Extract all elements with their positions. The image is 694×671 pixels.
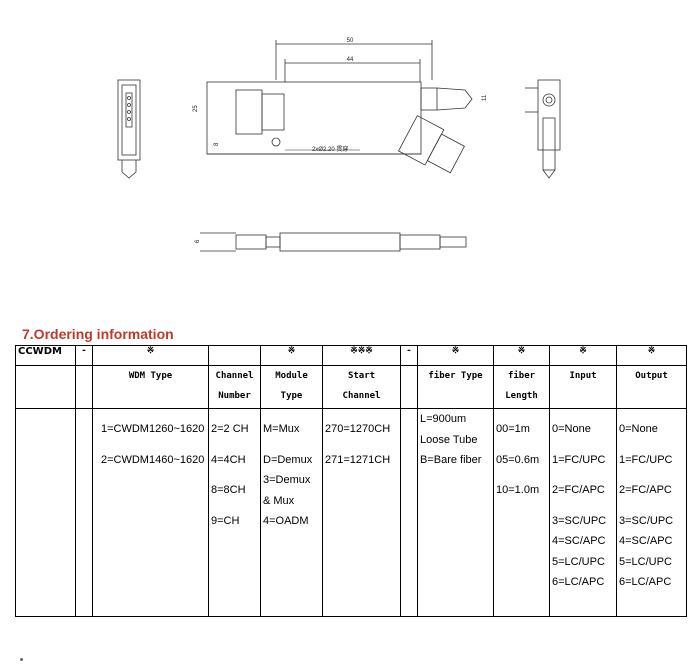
code-fiber-type: ※ [417,345,494,366]
values-row: 1=CWDM1260~1620 2=CWDM1460~1620 2=2 CH 4… [15,408,687,617]
code-fiber-length: ※ [493,345,550,366]
header-fiber-type: fiber Type [417,365,494,409]
left-end-view [117,79,141,161]
code-separator: - [400,345,418,366]
values-input: 0=None 1=FC/UPC 2=FC/APC 3=SC/UPC 4=SC/A… [549,408,617,617]
values-module-type: M=Mux D=Demux 3=Demux & Mux 4=OADM [260,408,323,617]
dim-right: 11 [482,94,488,101]
header-output: Output [616,365,687,409]
code-channel-number [208,345,261,366]
hole-note: 2xØ2.20 贯穿 [312,145,348,153]
code-row: CCWDM - ※ ※ ※※※ - ※ ※ ※ ※ [15,345,687,366]
module-body-side [279,232,401,252]
dim-inner: 44 [347,57,354,63]
code-input: ※ [549,345,617,366]
values-fiber-length: 00=1m 05=0.6m 10=1.0m [493,408,550,617]
module-body-top [206,81,422,155]
code-module-type: ※ [260,345,323,366]
code-prefix: CCWDM [15,345,76,366]
dim-side: 6 [195,239,201,243]
values-wdm-type: 1=CWDM1260~1620 2=CWDM1460~1620 [92,408,209,617]
code-wdm-type: ※ [92,345,209,366]
ordering-table: CCWDM - ※ ※ ※※※ - ※ ※ ※ ※ WDM Type Chann… [15,345,687,617]
values-channel-number: 2=2 CH 4=4CH 8=8CH 9=CH [208,408,261,617]
section-title: 7.Ordering information [22,326,174,342]
header-wdm-type: WDM Type [92,365,209,409]
values-output: 0=None 1=FC/UPC 2=FC/APC 3=SC/UPC 4=SC/A… [616,408,687,617]
mechanical-drawing: 50 44 25 11 8 6 2xØ2.20 贯穿 [117,38,561,252]
page-marker [20,658,23,661]
header-input: Input [549,365,617,409]
dim-height: 25 [193,105,199,112]
dim-small: 8 [214,142,220,146]
dim-top: 50 [347,38,354,44]
code-start-channel: ※※※ [322,345,401,366]
values-fiber-type: L=900um Loose Tube B=Bare fiber [417,408,494,617]
code-separator: - [75,345,93,366]
code-output: ※ [616,345,687,366]
values-start-channel: 270=1270CH 271=1271CH [322,408,401,617]
